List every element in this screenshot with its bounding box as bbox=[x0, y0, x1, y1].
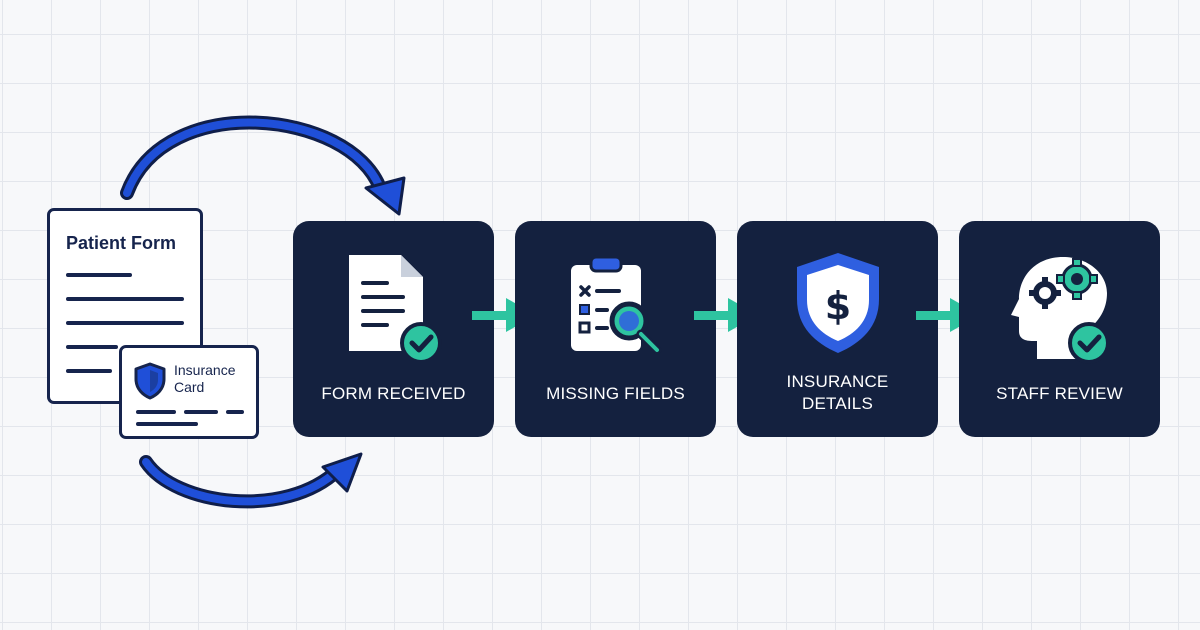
step-label: MISSING FIELDS bbox=[546, 384, 685, 403]
card-line bbox=[136, 410, 176, 414]
bottom-arrowhead bbox=[321, 452, 363, 493]
top-curved-arrow bbox=[120, 115, 387, 200]
insurance-card-title: Insurance Card bbox=[174, 362, 236, 395]
step-insurance-details: $ INSURANCE DETAILS bbox=[737, 221, 938, 437]
card-line bbox=[136, 422, 198, 426]
shield-icon bbox=[134, 362, 166, 400]
step-missing-fields: MISSING FIELDS bbox=[515, 221, 716, 437]
step-label: FORM RECEIVED bbox=[321, 384, 466, 403]
step-label: INSURANCE DETAILS bbox=[786, 372, 889, 413]
clipboard-search-icon bbox=[571, 255, 662, 355]
card-line bbox=[184, 410, 218, 414]
top-arrowhead bbox=[364, 176, 406, 216]
patient-form-title: Patient Form bbox=[66, 233, 177, 253]
form-line bbox=[66, 297, 184, 301]
card-line bbox=[226, 410, 244, 414]
form-line bbox=[66, 273, 132, 277]
form-line bbox=[66, 345, 118, 349]
insurance-card: Insurance Card bbox=[119, 345, 259, 439]
dollar-shield-icon: $ bbox=[797, 253, 879, 353]
document-check-icon bbox=[349, 255, 442, 361]
svg-text:$: $ bbox=[825, 284, 851, 328]
form-line bbox=[66, 321, 184, 325]
head-gears-check-icon bbox=[1011, 257, 1110, 364]
form-line bbox=[66, 369, 112, 373]
step-label: STAFF REVIEW bbox=[996, 384, 1123, 403]
step-form-received: FORM RECEIVED bbox=[293, 221, 494, 437]
step-staff-review: STAFF REVIEW bbox=[959, 221, 1160, 437]
